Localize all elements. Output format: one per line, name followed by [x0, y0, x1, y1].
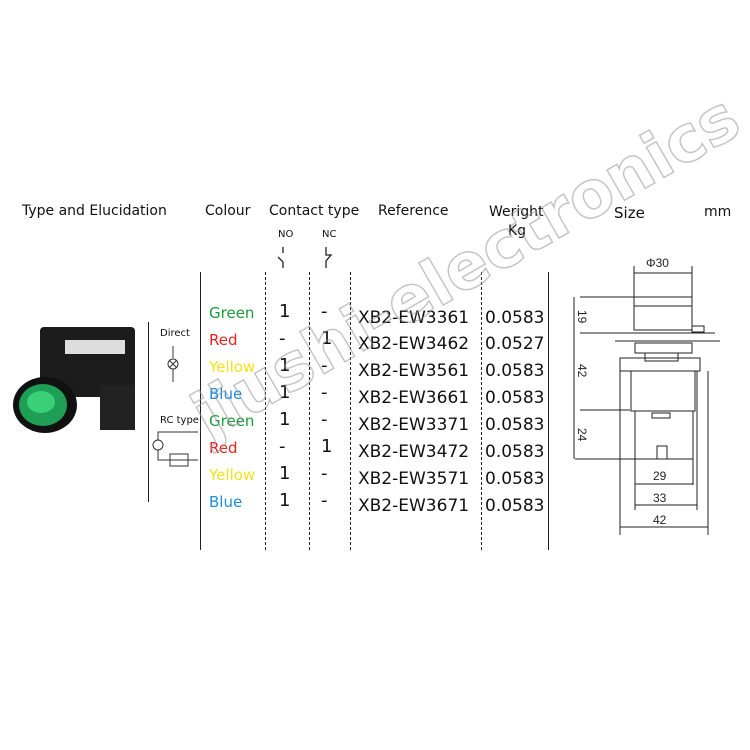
- divider: [265, 272, 266, 550]
- row-nc: -: [321, 382, 328, 403]
- row-reference: XB2-EW3361: [358, 308, 470, 328]
- row-nc: -: [321, 409, 328, 430]
- divider: [548, 272, 549, 550]
- divider: [200, 272, 201, 550]
- dim-24: 24: [575, 428, 589, 442]
- header-type: Type and Elucidation: [22, 203, 167, 219]
- row-weight: 0.0583: [485, 308, 545, 328]
- lamp-symbol-icon: [167, 346, 179, 382]
- contact-symbols-icon: [277, 247, 333, 268]
- row-nc: -: [321, 463, 328, 484]
- row-colour: Red: [209, 439, 238, 457]
- dim-33: 33: [653, 491, 667, 505]
- dim-42h: 42: [653, 513, 667, 527]
- row-nc: -: [321, 355, 328, 376]
- dimension-drawing: Φ30 29 33 42 19 42 24: [573, 256, 720, 535]
- row-reference: XB2-EW3661: [358, 388, 470, 408]
- header-weight-unit: Kg: [508, 223, 527, 239]
- row-nc: -: [321, 490, 328, 511]
- divider: [350, 272, 351, 550]
- row-weight: 0.0527: [485, 334, 545, 354]
- row-colour: Yellow: [209, 466, 256, 484]
- dim-42v: 42: [575, 364, 589, 378]
- header-size: Size: [614, 204, 645, 222]
- divider: [481, 272, 482, 550]
- row-no: 1: [279, 409, 291, 430]
- row-reference: XB2-EW3462: [358, 334, 470, 354]
- row-reference: XB2-EW3561: [358, 361, 470, 381]
- row-no: -: [279, 436, 286, 457]
- header-weight: Weright: [489, 204, 544, 220]
- dim-diameter: Φ30: [646, 256, 669, 270]
- rc-circuit-icon: [152, 431, 198, 467]
- row-colour: Green: [209, 304, 255, 322]
- row-weight: 0.0583: [485, 361, 545, 381]
- header-no: NO: [278, 229, 294, 240]
- row-weight: 0.0583: [485, 415, 545, 435]
- row-weight: 0.0583: [485, 388, 545, 408]
- row-colour: Red: [209, 331, 238, 349]
- dim-19: 19: [575, 310, 589, 324]
- row-colour: Blue: [209, 493, 243, 511]
- row-reference: XB2-EW3472: [358, 442, 470, 462]
- header-reference: Reference: [378, 203, 449, 219]
- row-no: -: [279, 328, 286, 349]
- row-weight: 0.0583: [485, 496, 545, 516]
- row-reference: XB2-EW3571: [358, 469, 470, 489]
- row-no: 1: [279, 463, 291, 484]
- divider: [148, 322, 149, 502]
- divider: [309, 272, 310, 550]
- row-colour: Green: [209, 412, 255, 430]
- dim-29: 29: [653, 469, 667, 483]
- row-no: 1: [279, 301, 291, 322]
- row-reference: XB2-EW3371: [358, 415, 470, 435]
- header-unit: mm: [704, 204, 732, 220]
- row-weight: 0.0583: [485, 469, 545, 489]
- row-colour: Yellow: [209, 358, 256, 376]
- row-nc: -: [321, 301, 328, 322]
- row-nc: 1: [321, 328, 333, 349]
- type-rc: RC type: [160, 415, 199, 426]
- row-reference: XB2-EW3671: [358, 496, 470, 516]
- row-no: 1: [279, 490, 291, 511]
- row-no: 1: [279, 355, 291, 376]
- header-colour: Colour: [205, 203, 251, 219]
- row-weight: 0.0583: [485, 442, 545, 462]
- header-nc: NC: [322, 229, 337, 240]
- row-nc: 1: [321, 436, 333, 457]
- row-no: 1: [279, 382, 291, 403]
- push-button-photo: [13, 327, 135, 433]
- type-direct: Direct: [160, 328, 190, 339]
- row-colour: Blue: [209, 385, 243, 403]
- header-contact-type: Contact type: [269, 203, 360, 219]
